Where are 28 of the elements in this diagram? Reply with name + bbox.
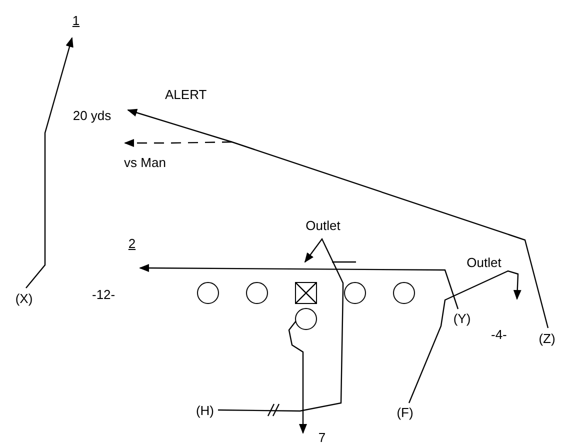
route-arrow <box>408 270 522 404</box>
lineman-circle <box>344 282 366 304</box>
yard-split-label: -4- <box>491 327 507 342</box>
player-label: 7 <box>316 429 328 445</box>
player-label: Outlet <box>463 254 505 270</box>
lineman-circle <box>197 282 219 304</box>
player-label: 2 <box>126 234 138 252</box>
edge-label: ALERT <box>165 87 207 102</box>
player-label: (X) <box>12 290 36 306</box>
player-label: 1 <box>70 11 82 29</box>
player-label: (H) <box>193 402 217 418</box>
yard-split-label: -12- <box>92 287 116 302</box>
route-arrow <box>124 139 232 147</box>
route-arrow <box>139 264 459 310</box>
player-label: 20 yds <box>70 107 114 123</box>
player-label: vs Man <box>121 154 169 170</box>
lineman-circle <box>246 282 268 304</box>
route-arrow <box>127 108 549 328</box>
lineman-circle <box>393 282 415 304</box>
player-label: (F) <box>393 404 417 420</box>
route-arrow <box>218 238 344 412</box>
player-label: (Z) <box>535 330 559 346</box>
route-arrow <box>288 320 307 434</box>
player-label: Outlet <box>302 217 344 233</box>
center-box <box>295 282 317 304</box>
lineman-circle <box>295 308 317 330</box>
player-label: (Y) <box>450 310 474 326</box>
route-arrow <box>26 37 74 288</box>
